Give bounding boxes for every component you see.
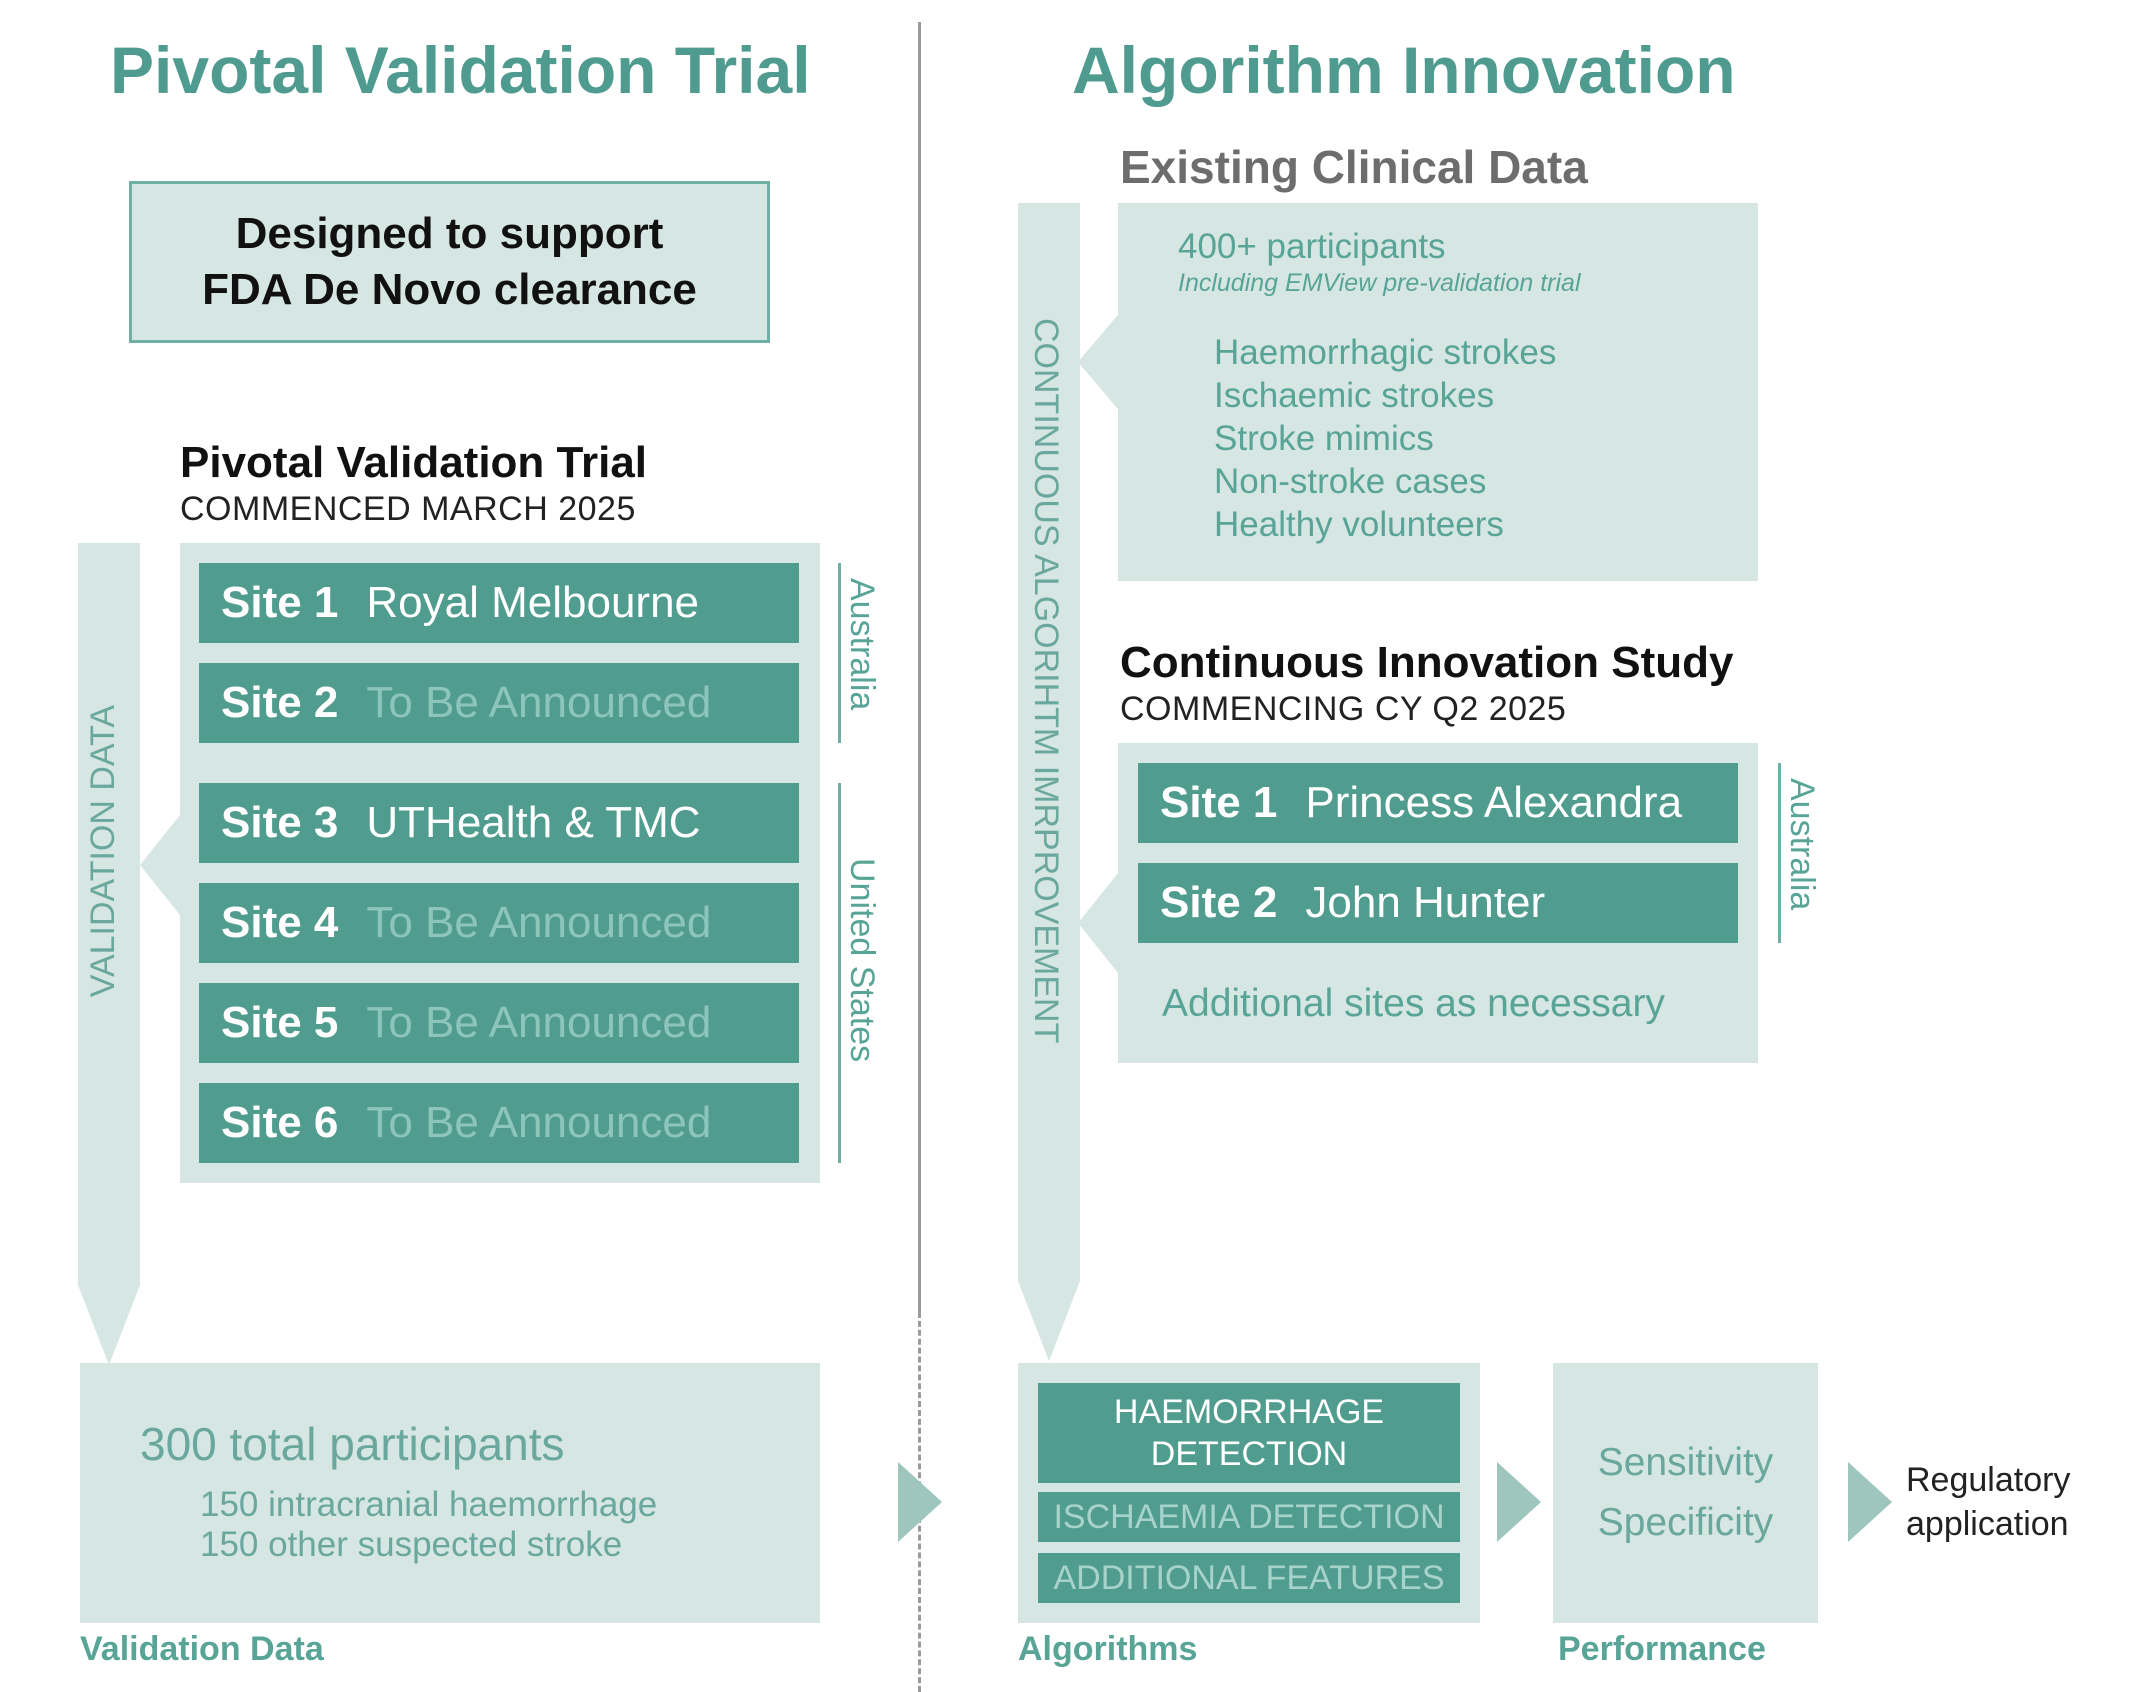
flow-arrow-performance: [1848, 1462, 1892, 1542]
existing-item-5: Healthy volunteers: [1214, 505, 1504, 544]
regulatory-line1: Regulatory: [1906, 1461, 2071, 1499]
performance-footer: Performance: [1558, 1630, 1766, 1668]
fda-box-line2: FDA De Novo clearance: [202, 265, 697, 314]
existing-pointer: [1078, 310, 1122, 414]
algorithm-additional-features: ADDITIONAL FEATURES: [1038, 1553, 1460, 1603]
algorithm-ischaemia-label: ISCHAEMIA DETECTION: [1053, 1497, 1445, 1536]
pivotal-sites-panel: [180, 543, 820, 1183]
validation-pointer: [140, 810, 184, 920]
site-name: UTHealth & TMC: [366, 798, 701, 847]
innovation-site-1: Site 1 Princess Alexandra: [1138, 763, 1738, 843]
site-number: Site 1: [221, 578, 339, 627]
regulatory-application: Regulatory application: [1906, 1458, 2070, 1546]
pivotal-site-1: Site 1 Royal Melbourne: [199, 563, 799, 643]
pivotal-trial-subtitle: COMMENCED MARCH 2025: [180, 490, 636, 528]
innovation-additional-sites: Additional sites as necessary: [1162, 982, 1665, 1025]
site-name: John Hunter: [1305, 878, 1546, 927]
participants-line2: 150 other suspected stroke: [200, 1525, 623, 1564]
site-name: Royal Melbourne: [366, 578, 700, 627]
australia-bracket-line: [838, 563, 841, 743]
performance-box: Sensitivity Specificity: [1553, 1363, 1818, 1623]
regulatory-line2: application: [1906, 1505, 2069, 1543]
performance-sensitivity: Sensitivity: [1597, 1441, 1774, 1484]
site-number: Site 4: [221, 898, 339, 947]
algorithm-haemorrhage-detection: HAEMORRHAGE DETECTION: [1038, 1383, 1460, 1483]
fda-box-line1: Designed to support: [235, 209, 664, 258]
site-name: To Be Announced: [366, 998, 712, 1047]
pivotal-site-2: Site 2 To Be Announced: [199, 663, 799, 743]
existing-data-title: Existing Clinical Data: [1120, 141, 1588, 193]
innovation-site-2: Site 2 John Hunter: [1138, 863, 1738, 943]
flow-arrow-validation: [898, 1462, 942, 1542]
fda-box: Designed to support FDA De Novo clearanc…: [129, 181, 770, 343]
site-name: To Be Announced: [366, 1098, 712, 1147]
innovation-study-title: Continuous Innovation Study: [1120, 638, 1734, 687]
site-number: Site 6: [221, 1098, 339, 1147]
continuous-improvement-arrow-label: CONTINUOUS ALGORIHTM IMRPROVEMENT: [1027, 318, 1065, 1044]
existing-participants: 400+ participants: [1178, 227, 1446, 266]
algorithm-ischaemia-detection: ISCHAEMIA DETECTION: [1038, 1492, 1460, 1542]
existing-item-4: Non-stroke cases: [1214, 462, 1487, 501]
us-bracket-line: [838, 783, 841, 1163]
validation-data-arrow-label: VALIDATION DATA: [84, 705, 122, 998]
flow-arrow-algorithms: [1497, 1462, 1541, 1542]
site-number: Site 5: [221, 998, 339, 1047]
existing-data-box: 400+ participants Including EMView pre-v…: [1118, 203, 1758, 581]
site-name: To Be Announced: [366, 898, 712, 947]
participants-total: 300 total participants: [140, 1418, 565, 1470]
site-number: Site 2: [1160, 878, 1278, 927]
innovation-australia-label: Australia: [1783, 778, 1821, 911]
existing-item-2: Ischaemic strokes: [1214, 376, 1495, 415]
site-number: Site 3: [221, 798, 339, 847]
pivotal-site-5: Site 5 To Be Announced: [199, 983, 799, 1063]
validation-data-footer: Validation Data: [80, 1630, 324, 1668]
innovation-australia-bracket: [1778, 763, 1781, 943]
united-states-label: United States: [843, 858, 881, 1063]
participants-box: 300 total participants 150 intracranial …: [80, 1363, 820, 1623]
algorithm-haemorrhage-line1: HAEMORRHAGE: [1113, 1393, 1385, 1431]
continuous-improvement-arrow: [1018, 203, 1080, 1361]
pivotal-site-3: Site 3 UTHealth & TMC: [199, 783, 799, 863]
pivotal-site-4: Site 4 To Be Announced: [199, 883, 799, 963]
algorithm-additional-label: ADDITIONAL FEATURES: [1053, 1558, 1445, 1597]
right-heading: Algorithm Innovation: [1072, 33, 1736, 107]
center-divider: [918, 22, 921, 1312]
participants-line1: 150 intracranial haemorrhage: [200, 1485, 658, 1524]
validation-data-arrow: [78, 543, 140, 1365]
site-name: To Be Announced: [366, 678, 712, 727]
pivotal-site-6: Site 6 To Be Announced: [199, 1083, 799, 1163]
innovation-study-subtitle: COMMENCING CY Q2 2025: [1120, 690, 1567, 728]
existing-item-3: Stroke mimics: [1214, 419, 1434, 458]
existing-item-1: Haemorrhagic strokes: [1214, 333, 1557, 372]
site-number: Site 1: [1160, 778, 1278, 827]
site-number: Site 2: [221, 678, 339, 727]
innovation-pointer: [1078, 868, 1122, 978]
site-name: Princess Alexandra: [1305, 778, 1683, 827]
performance-specificity: Specificity: [1597, 1501, 1774, 1544]
algorithm-haemorrhage-line2: DETECTION: [1150, 1435, 1348, 1473]
pivotal-trial-title: Pivotal Validation Trial: [180, 438, 648, 487]
australia-label: Australia: [843, 578, 881, 711]
left-heading: Pivotal Validation Trial: [110, 33, 811, 107]
algorithms-footer: Algorithms: [1018, 1630, 1198, 1668]
existing-note: Including EMView pre-validation trial: [1178, 269, 1581, 297]
